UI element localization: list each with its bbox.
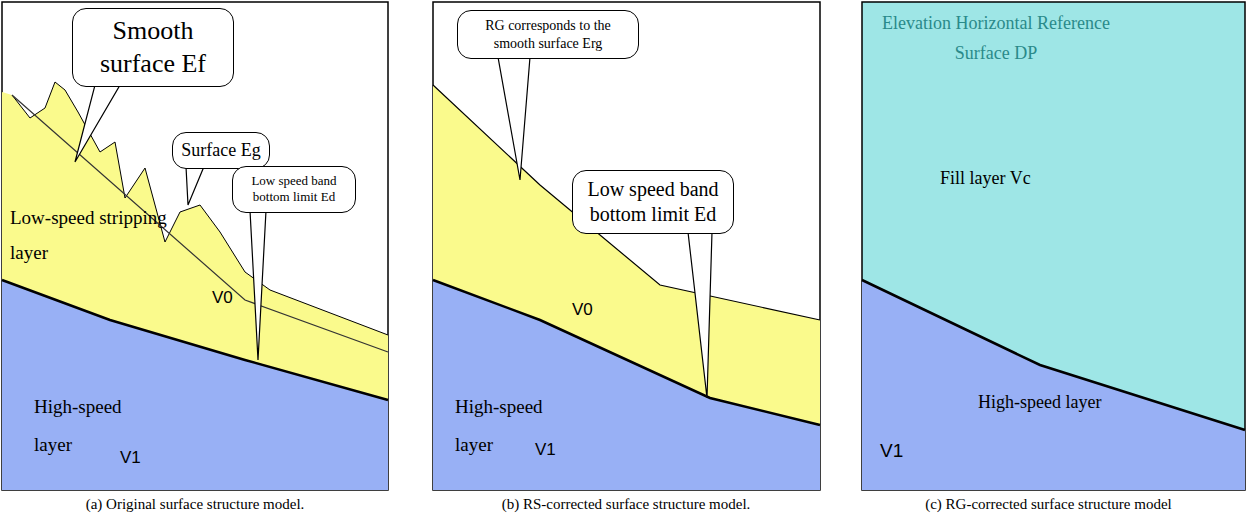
callout-tail [688,232,712,398]
low-speed-bottom [2,280,388,400]
layer-label: Fill layer Vc [940,168,1031,189]
callout-bubble: Low speed band bottom limit Ed [232,166,356,213]
layer-label: Elevation Horizontal Reference Surface D… [866,8,1126,68]
layer-label: V0 [212,288,233,308]
layer-label: V1 [535,440,556,460]
callout-bubble: Low speed band bottom limit Ed [572,170,734,234]
callout-tail [75,85,120,162]
fill-bottom [862,280,1245,430]
callout-text: Smooth surface Ef [81,15,225,80]
low-speed-layer [433,85,820,425]
smooth-surface-erg [433,85,820,320]
callout-bubble: RG corresponds to the smooth surface Erg [457,10,639,59]
panel-frame [862,2,1245,490]
high-speed-layer [862,280,1245,490]
layer-label: High-speed layer [978,392,1101,413]
callout-text: Low speed band bottom limit Ed [581,177,725,227]
callout-text: RG corresponds to the smooth surface Erg [466,17,630,52]
low-speed-layer [2,82,388,400]
layer-label: V1 [120,448,141,468]
panel-frame [2,2,388,490]
callout-bubble: Surface Eg [172,132,270,169]
callout-tail [498,57,530,180]
callout-text: Surface Eg [181,139,261,162]
callout-tail [250,211,266,361]
panel-caption: (a) Original surface structure model. [2,496,388,513]
layer-label: Low-speed stripping layer [10,200,200,270]
layer-label: V1 [880,440,903,462]
layer-label: V0 [572,300,593,320]
panel-caption: (c) RG-corrected surface structure model [850,496,1247,513]
panel-caption: (b) RS-corrected surface structure model… [420,496,832,513]
callout-text: Low speed band bottom limit Ed [241,173,347,206]
panel-frame [433,2,820,490]
callout-tail [186,167,204,206]
callout-bubble: Smooth surface Ef [72,8,234,87]
